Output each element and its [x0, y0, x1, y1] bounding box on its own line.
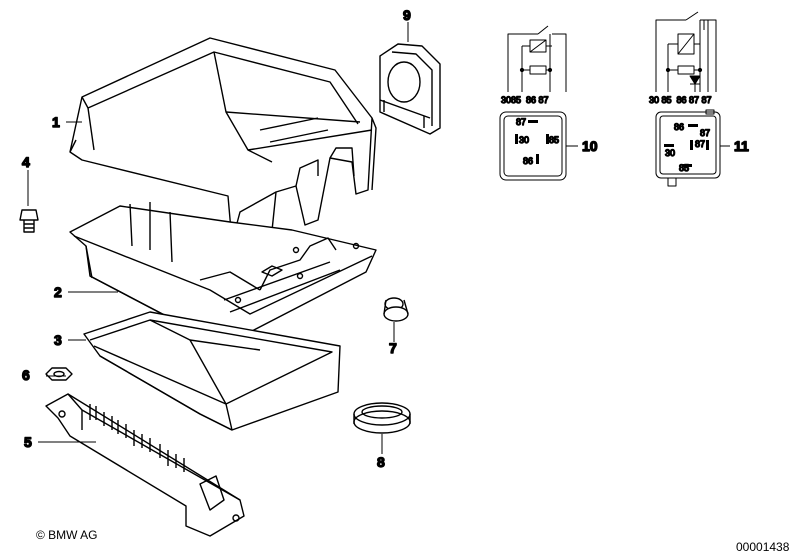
lower-housing-part: [83, 311, 341, 431]
callout-2: 2: [54, 284, 62, 300]
relay-10-pins: [515, 120, 549, 164]
leader-lines: [27, 22, 409, 454]
relay-11-pins: [664, 124, 709, 167]
relay-10-pin-30: 30: [519, 135, 529, 145]
callout-5: 5: [24, 434, 32, 450]
bracket-part: [45, 393, 245, 537]
relay-10-top-labels: 3085 86 87: [501, 95, 549, 105]
callout-8: 8: [377, 454, 385, 470]
relay-11-pin-85: 85: [679, 163, 689, 173]
callout-11: 11: [734, 138, 749, 154]
callout-10: 10: [582, 138, 598, 154]
callout-7: 7: [389, 340, 397, 356]
relay-11-pin-86: 86: [674, 122, 684, 132]
relay-10-schematic: [499, 25, 578, 181]
callout-4: 4: [22, 154, 30, 170]
copyright-text: © BMW AG: [36, 528, 98, 542]
relay-11-schematic: [655, 11, 730, 187]
relay-11-pin-30: 30: [665, 148, 675, 158]
relay-10-pin-87: 87: [516, 117, 526, 127]
bolt-part: [19, 209, 39, 233]
relay-10-pin-85: 85: [549, 135, 559, 145]
callout-9: 9: [403, 7, 411, 23]
plug-part: [383, 297, 409, 322]
callout-1: 1: [52, 114, 60, 130]
seal-part: [379, 43, 441, 135]
diagram-id: 00001438: [736, 540, 790, 554]
relay-11-pin-87: 87: [695, 139, 705, 149]
grommet-part: [353, 402, 411, 434]
relay-11-pin-87a: 87: [700, 128, 710, 138]
relay-11-top-labels: 30 85 86 87 87: [649, 95, 712, 105]
callout-6: 6: [22, 367, 30, 383]
base-tray-part: [69, 202, 377, 341]
relay-10-pin-86: 86: [523, 156, 533, 166]
callout-3: 3: [54, 332, 62, 348]
nut-part: [45, 367, 73, 381]
